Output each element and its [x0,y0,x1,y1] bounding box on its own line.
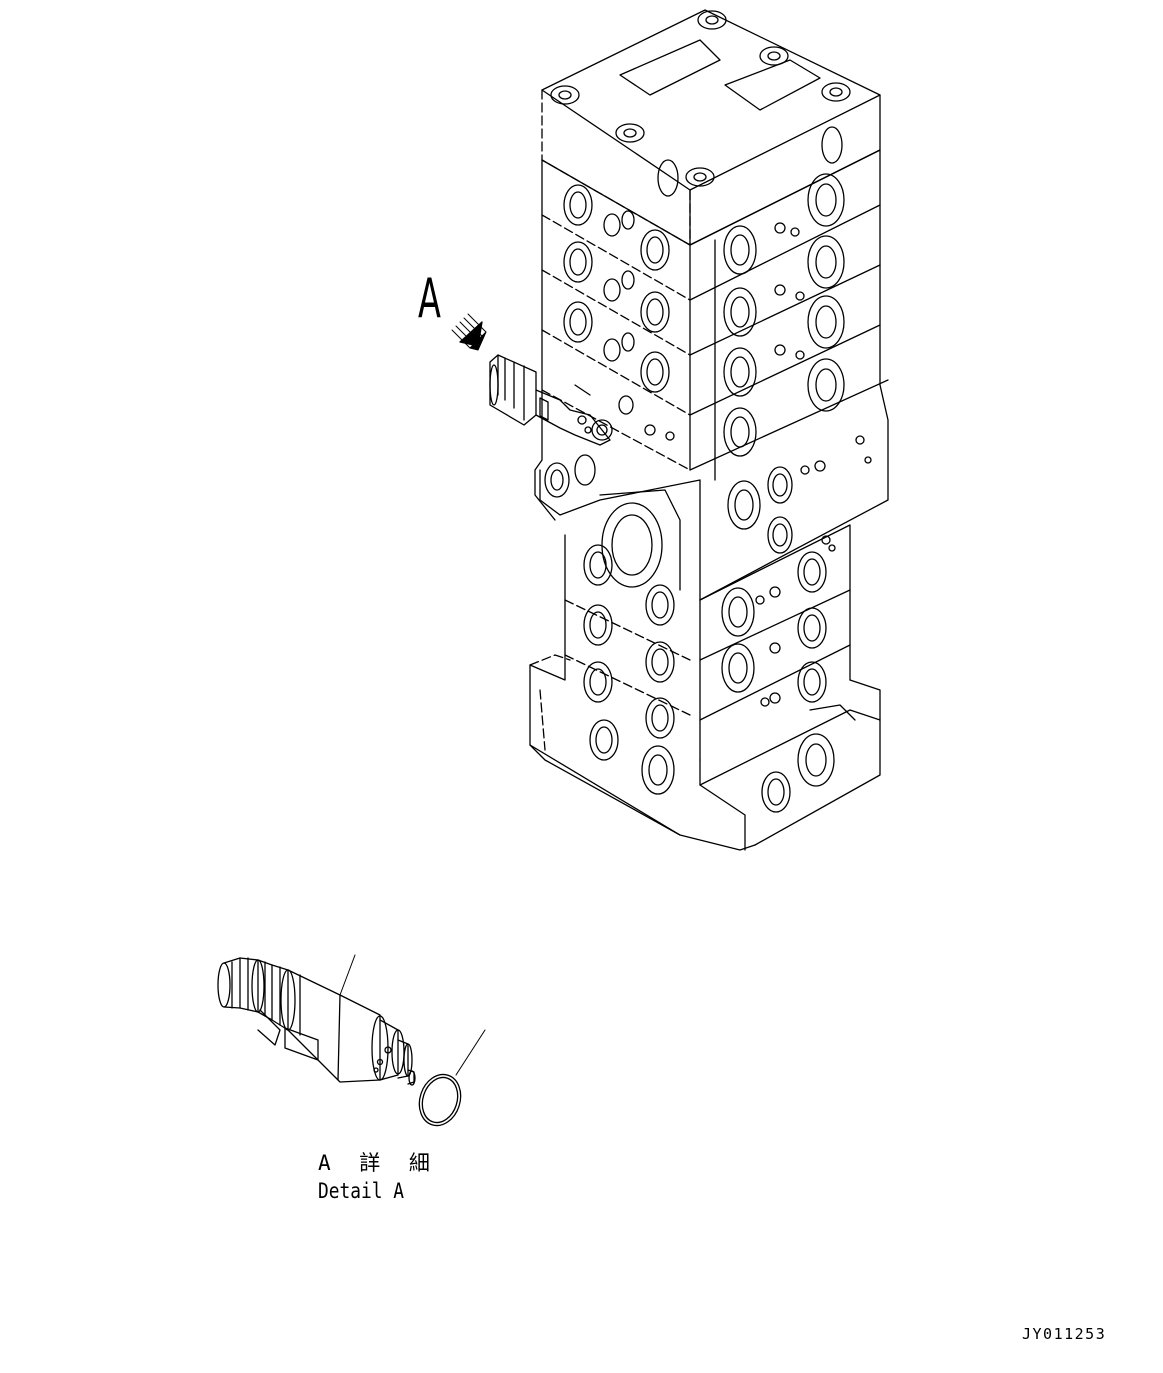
view-label-a: A [418,267,441,330]
detail-label-en: Detail A [318,1179,404,1203]
o-ring-icon [418,1029,486,1127]
installed-relief-valve-icon [489,354,613,446]
detail-label-jp: A 詳 細 [318,1151,438,1175]
relief-valve-icon [217,954,416,1086]
main-control-valve-icon [529,9,889,851]
view-arrow-icon [451,313,487,351]
figure-id: JY011253 [1022,1325,1107,1343]
